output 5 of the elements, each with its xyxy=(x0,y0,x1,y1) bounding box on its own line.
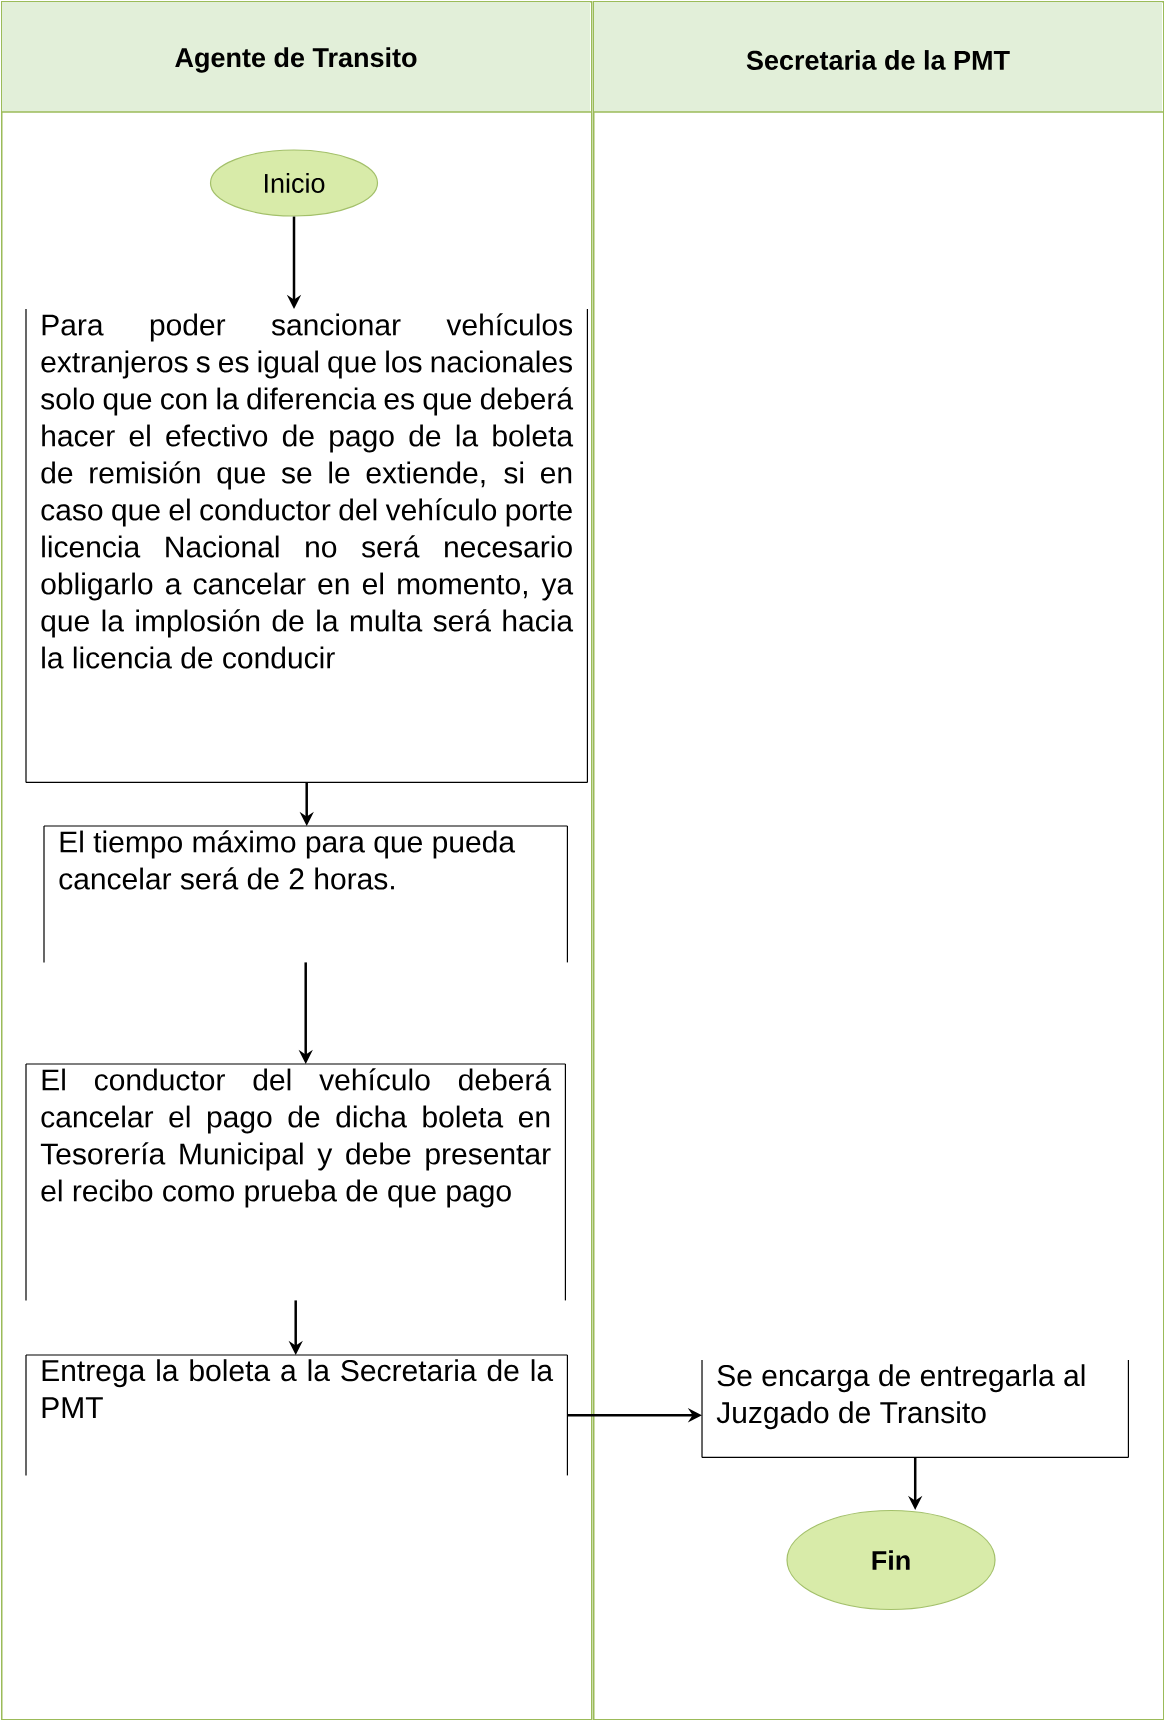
process-box: Se encarga de entregarla al Juzgado de Transito xyxy=(701,1359,1129,1458)
process-box: El tiempo máximo para que pueda cancelar será de 2 horas. xyxy=(43,825,568,963)
process-box: Entrega la boleta a la Secretaria de la PMT xyxy=(25,1354,568,1476)
process-box: El conductor del vehículo deberá cancelar el pago de dicha boleta en Tesorería Municipal y debe presentar el recibo como prueba de que pago xyxy=(25,1063,566,1301)
process-box: Para poder sancionar vehículos extranjeros s es igual que los nacionales solo que con la diferencia es que deberá hacer el efectivo de pago de la boleta de remisión que se le extiende, si en caso que el conductor del vehículo porte licencia Nacional no será necesario obligarlo a cancelar en el momento, ya que la implosión de la multa será hacia la licencia de conducir xyxy=(25,308,588,783)
